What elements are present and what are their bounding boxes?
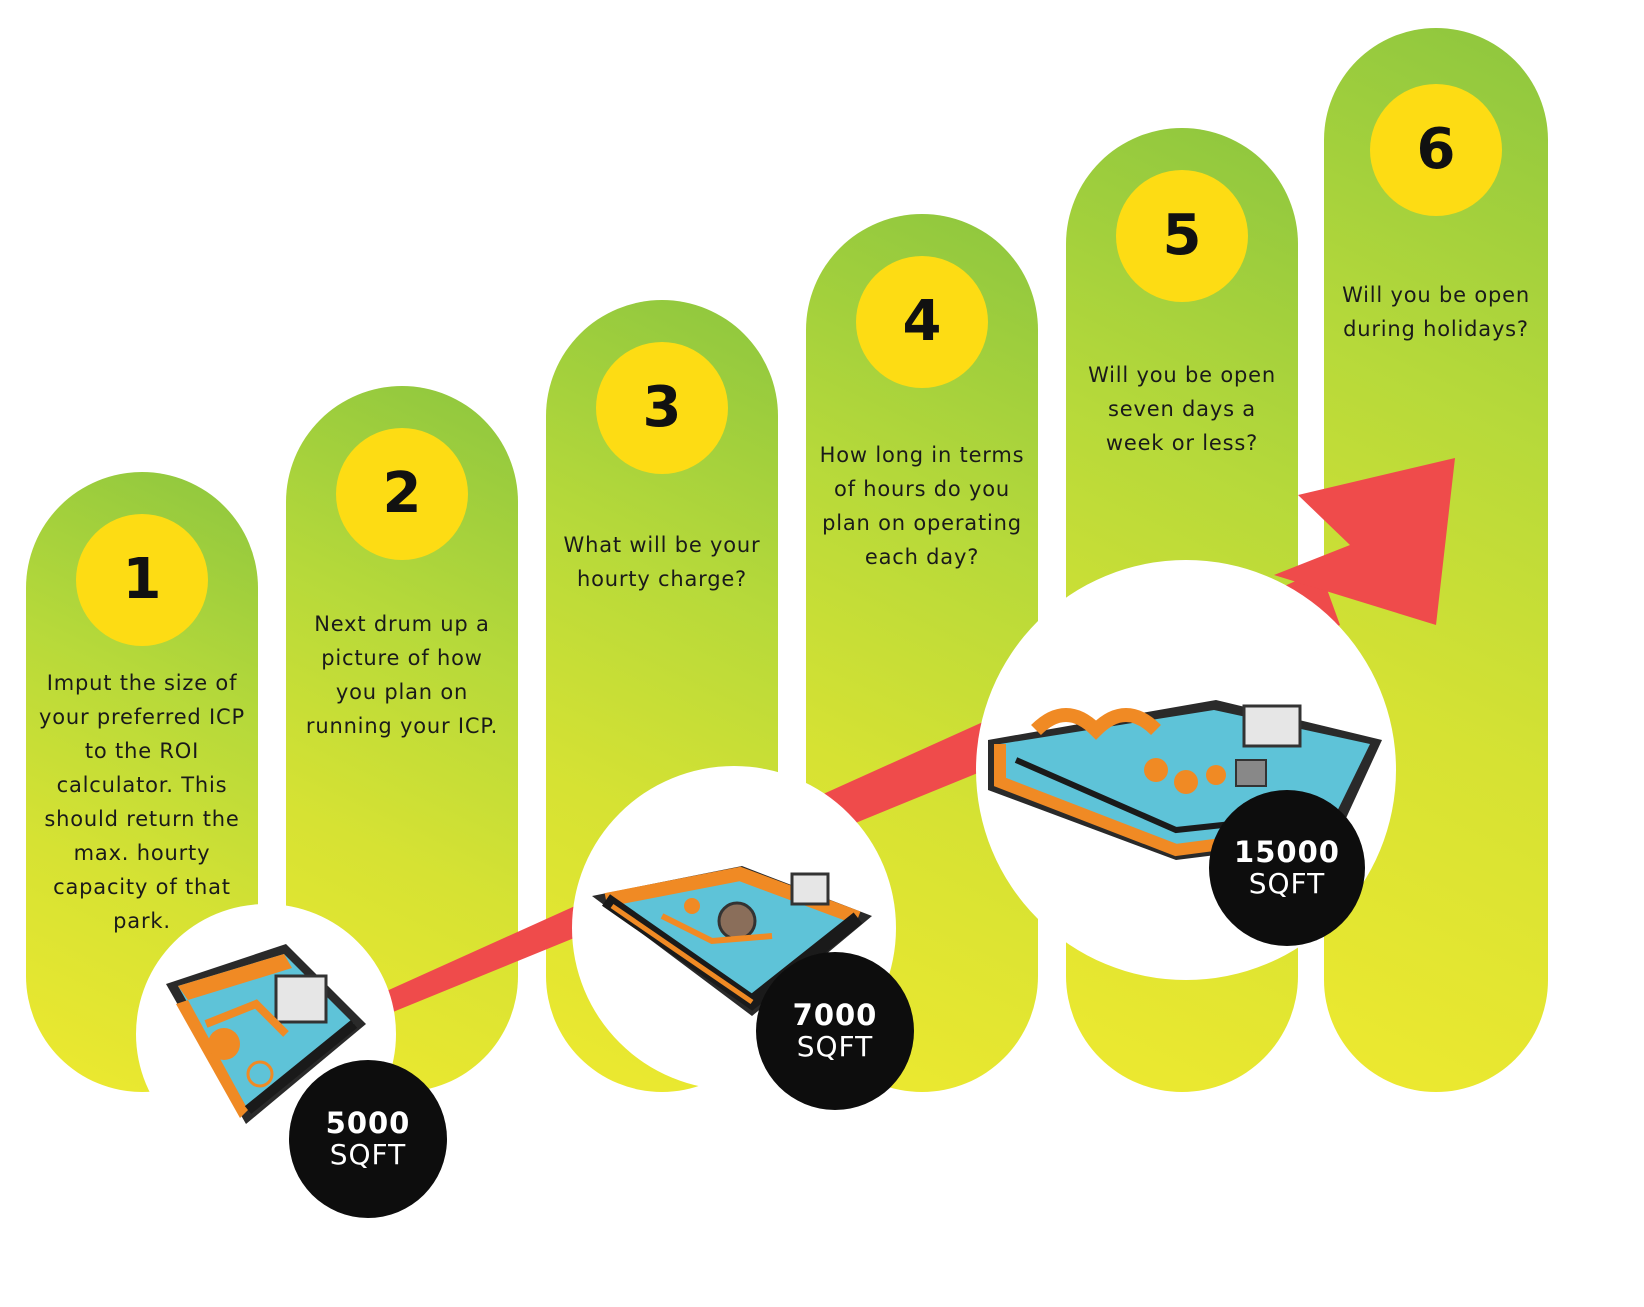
inflatable-park-small-icon [166, 944, 366, 1124]
park-size-badge-5000: 5000 SQFT [289, 1060, 447, 1218]
step-6-number-circle: 6 [1370, 84, 1502, 216]
step-2-text: Next drum up a picture of how you plan o… [305, 612, 499, 738]
step-5-number-circle: 5 [1116, 170, 1248, 302]
step-1-pillar: 1 Imput the size of your preferred ICP t… [26, 472, 258, 1092]
step-4-number: 4 [902, 289, 942, 354]
park-size-number: 5000 [325, 1106, 411, 1140]
step-1-text: Imput the size of your preferred ICP to … [39, 671, 245, 933]
step-4-number-circle: 4 [856, 256, 988, 388]
park-size-unit: SQFT [329, 1138, 407, 1171]
step-2-number: 2 [382, 461, 422, 526]
step-3-text: What will be your hourty charge? [563, 533, 761, 591]
step-3-number: 3 [642, 375, 682, 440]
inflatable-park-medium-icon [592, 866, 872, 1016]
park-size-number: 15000 [1234, 835, 1340, 869]
step-2-number-circle: 2 [336, 428, 468, 560]
growth-arrow-head-icon [1274, 458, 1455, 625]
park-image-5000 [136, 904, 396, 1164]
step-5-number: 5 [1162, 203, 1202, 268]
step-3-number-circle: 3 [596, 342, 728, 474]
step-6-number: 6 [1416, 117, 1456, 182]
step-4-text: How long in terms of hours do you plan o… [819, 443, 1025, 569]
park-size-number: 7000 [792, 998, 878, 1032]
park-size-badge-15000: 15000 SQFT [1209, 790, 1365, 946]
step-5-text: Will you be open seven days a week or le… [1088, 363, 1276, 455]
park-size-unit: SQFT [796, 1030, 874, 1063]
step-6-text: Will you be open during holidays? [1342, 283, 1530, 341]
park-size-badge-7000: 7000 SQFT [756, 952, 914, 1110]
park-size-unit: SQFT [1248, 867, 1326, 900]
step-1-number-circle: 1 [76, 514, 208, 646]
step-1-number: 1 [122, 547, 162, 612]
